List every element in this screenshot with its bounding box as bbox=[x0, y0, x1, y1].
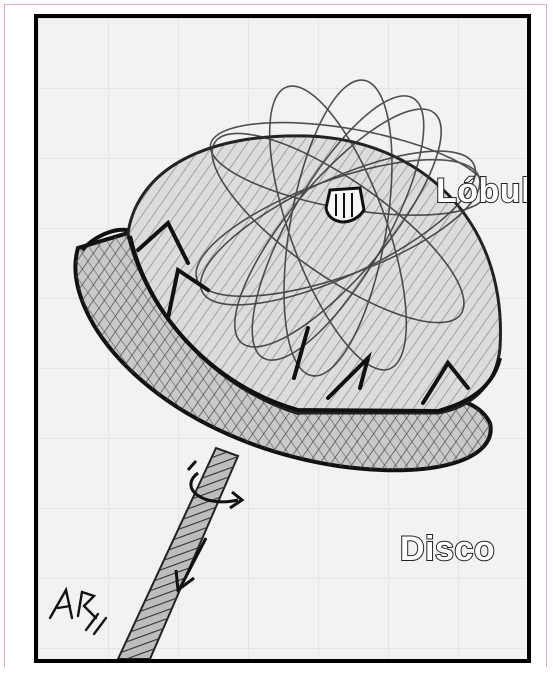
lobe-label: Lóbulo bbox=[436, 172, 531, 211]
disc-label: Disco bbox=[400, 530, 495, 569]
hub bbox=[326, 188, 364, 222]
figure-frame: Lóbulo Disco bbox=[34, 14, 531, 663]
